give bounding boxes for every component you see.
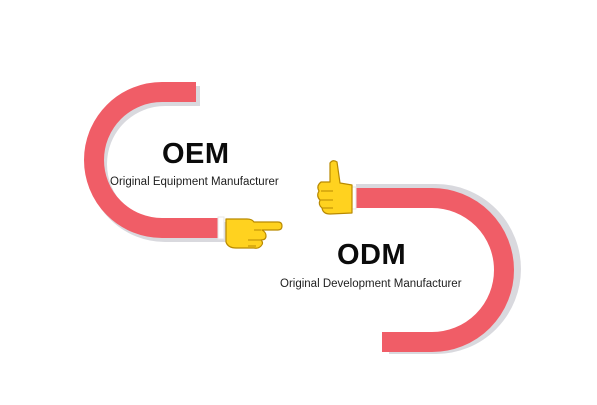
odm-title: ODM [337,239,407,271]
thumbs-up-icon [317,160,353,215]
oem-arm [84,82,226,242]
oem-arm-sleeve [84,82,222,238]
oem-subtitle: Original Equipment Manufacturer [110,176,279,188]
odm-arm-sleeve [352,188,514,352]
oem-title: OEM [162,138,230,170]
pointing-hand-icon [225,218,283,249]
odm-subtitle: Original Development Manufacturer [280,278,462,290]
oem-arm-cuff [217,216,225,240]
